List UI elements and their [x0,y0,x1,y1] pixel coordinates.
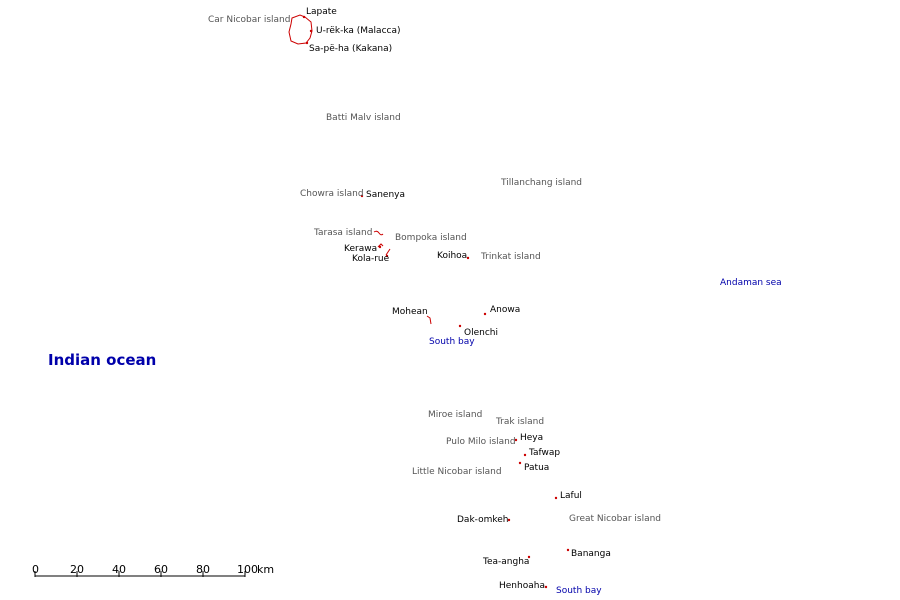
marker-kolarue [385,254,389,258]
car-nicobar-coastline [288,14,313,45]
island-label-miroe: Miroe island [428,410,483,420]
village-label-sanenya: Sanenya [366,190,406,200]
island-label-batti-malv: Batti Malv island [326,113,401,123]
village-label-bananga: Bananga [571,549,611,559]
kolarue-coastline [385,248,391,256]
mohean-coastline [426,315,432,325]
village-label-tafwap: Tafwap [529,448,561,458]
scale-label-0: 0 [32,563,39,576]
island-label-car-nicobar: Car Nicobar island [208,15,291,25]
marker-sanenya [360,194,364,198]
marker-olenchi [458,324,462,328]
village-label-laful: Laful [560,491,582,501]
island-label-tillanchang: Tillanchang island [501,178,583,188]
village-label-anowa: Anowa [490,305,521,315]
island-label-great-nicobar: Great Nicobar island [569,514,662,524]
village-label-henhoaha: Henhoaha [499,581,545,591]
marker-koihoa [466,256,470,260]
marker-henhoaha [544,585,548,589]
marker-kerawa [378,245,382,249]
village-label-koihoa: Koihoa [437,251,468,261]
island-label-chowra: Chowra island [300,189,364,199]
marker-lapate [302,15,306,19]
village-label-kolarue: Kola-rue [352,254,390,264]
village-label-mohean: Mohean [392,307,428,317]
marker-bananga [566,548,570,552]
water-label-south-bay-great: South bay [556,586,602,596]
village-label-olenchi: Olenchi [464,328,498,338]
village-label-lapate: Lapate [306,7,337,17]
marker-tafwap [523,453,527,457]
island-label-pulo-milo: Pulo Milo island [446,437,516,447]
village-label-patua: Patua [524,463,550,473]
island-label-little-nicobar: Little Nicobar island [412,467,502,477]
marker-urekka [309,29,313,33]
marker-laful [554,496,558,500]
island-label-trinkat: Trinkat island [481,252,541,262]
water-label-south-bay-nancowry: South bay [429,337,475,347]
scale-label-40: 40 [112,563,126,576]
island-label-tarasa: Tarasa island [314,228,373,238]
village-label-teaangha: Tea-angha [483,557,530,567]
village-label-sapeha: Sa-pë-ha (Kakana) [309,44,393,54]
water-label-indian-ocean: Indian ocean [48,351,157,369]
island-label-bompoka: Bompoka island [395,233,467,243]
marker-teaangha [527,555,531,559]
kerawa-coastline [377,243,384,248]
village-label-heya: Heya [520,433,544,443]
scale-label-100: 100 [237,563,258,576]
tarasa-coastline [373,230,384,236]
marker-heya [514,438,518,442]
marker-dakomkeh [507,518,511,522]
marker-sapeha [305,41,309,45]
marker-patua [518,461,522,465]
village-label-kerawa: Kerawa [344,244,378,254]
scale-bar [34,571,246,577]
marker-anowa [483,312,487,316]
scale-label-20: 20 [70,563,84,576]
village-label-dakomkeh: Dak-omkeh [457,515,509,525]
island-label-trak: Trak island [496,417,545,427]
scale-label-unit: km [257,563,275,576]
village-markers [302,15,570,589]
scale-label-60: 60 [154,563,168,576]
water-label-andaman-sea: Andaman sea [720,278,782,288]
village-label-urekka: U-rëk-ka (Malacca) [316,26,401,36]
scale-label-80: 80 [196,563,210,576]
